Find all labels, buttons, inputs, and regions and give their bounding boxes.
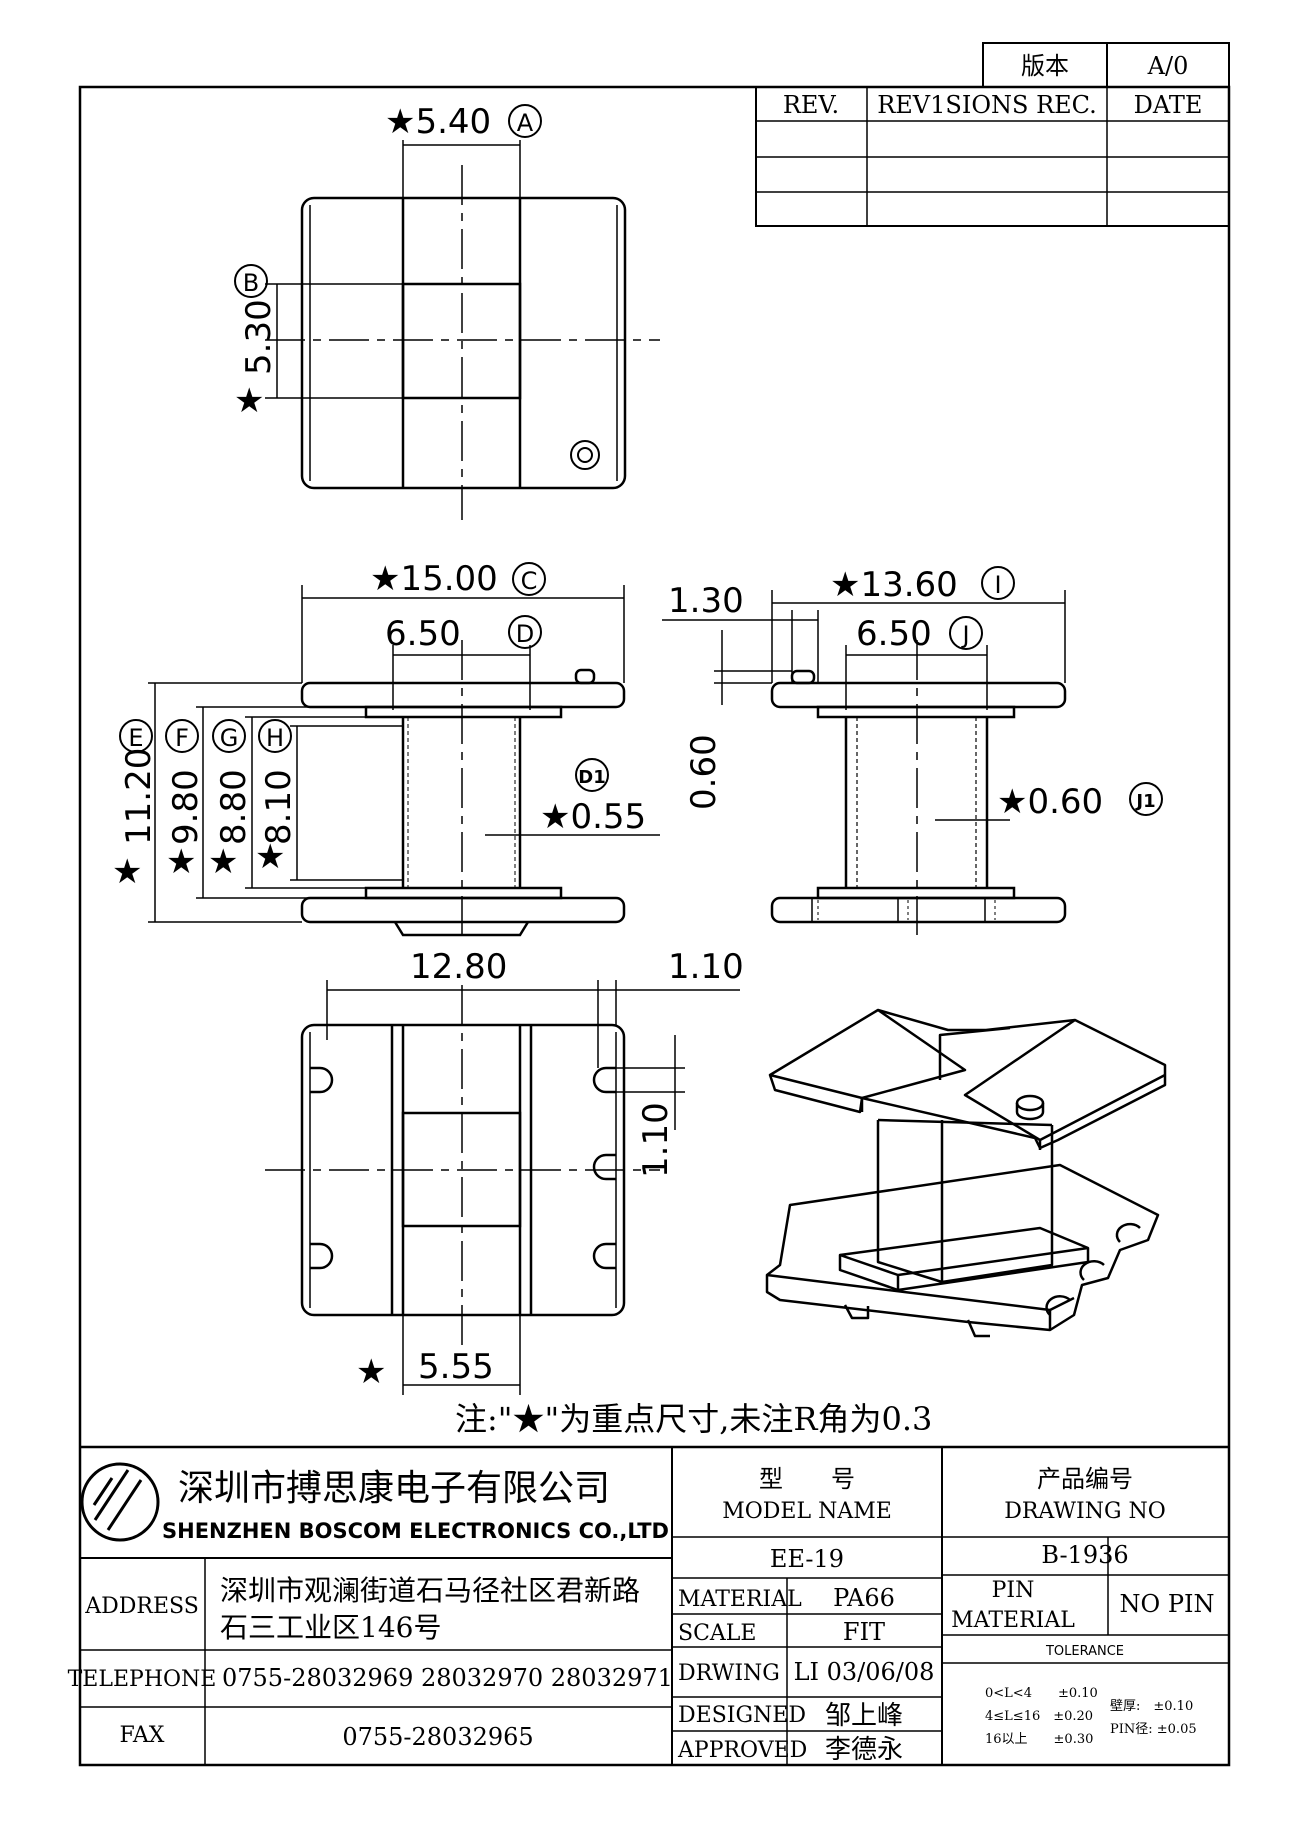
side-view [662, 590, 1067, 935]
approved-value: 李德永 [825, 1735, 903, 1765]
star-e: ★ [112, 852, 142, 892]
telephone-value: 0755-28032969 28032970 28032971 [222, 1664, 673, 1692]
scale-label: SCALE [678, 1621, 756, 1646]
dim-d1: ★0.55 [540, 797, 646, 837]
dim-c: ★15.00 [370, 559, 498, 599]
tolerance-pin: PIN径: ±0.05 [1110, 1722, 1197, 1737]
model-value: EE-19 [770, 1545, 844, 1573]
dim-i: ★13.60 [830, 565, 958, 605]
dim-130: 1.30 [668, 581, 744, 621]
dim-j: 6.50 [856, 614, 932, 654]
tag-c: C [521, 567, 538, 595]
fax-value: 0755-28032965 [342, 1723, 533, 1751]
version-value: A/0 [1147, 52, 1189, 80]
tag-d1: D1 [578, 767, 605, 788]
fax-label: FAX [120, 1723, 165, 1748]
dim-1280: 12.80 [410, 947, 507, 987]
telephone-label: TELEPHONE [68, 1667, 217, 1692]
tag-e: E [128, 724, 143, 752]
dim-d: 6.50 [385, 614, 461, 654]
top-view [265, 140, 660, 520]
designed-value: 邹上峰 [825, 1701, 903, 1731]
dim-j1: ★0.60 [997, 782, 1103, 822]
drwing-value: LI 03/06/08 [794, 1658, 935, 1686]
star-555: ★ [356, 1352, 386, 1392]
dim-b: 5.30 [239, 299, 279, 375]
drawing-label-en: DRAWING NO [1004, 1499, 1166, 1524]
tag-f: F [175, 724, 189, 752]
drwing-label: DRWING [678, 1661, 780, 1686]
revision-table: REV. REV1SIONS REC. DATE [755, 86, 1230, 227]
tolerance-row-1: 0<L<4 ±0.10 [985, 1686, 1098, 1701]
dim-060: 0.60 [684, 734, 724, 810]
company-name-cn: 深圳市搏思康电子有限公司 [178, 1468, 610, 1509]
dim-a: ★5.40 [385, 102, 491, 142]
pin-material-label: MATERIAL [951, 1608, 1075, 1633]
star-g: ★ [208, 842, 238, 882]
material-value: PA66 [833, 1584, 895, 1612]
version-label: 版本 [1021, 52, 1069, 80]
tag-b: B [243, 269, 259, 297]
tag-j: J [960, 621, 969, 649]
scale-value: FIT [843, 1618, 885, 1646]
tag-g: G [220, 724, 239, 752]
address-label: ADDRESS [84, 1594, 199, 1619]
drawing-label-cn: 产品编号 [1037, 1465, 1133, 1493]
pin-label: PIN [992, 1578, 1035, 1603]
material-label: MATERIAL [678, 1587, 802, 1612]
approved-label: APPROVED [677, 1738, 807, 1763]
star-b: ★ [234, 381, 264, 421]
tag-i: I [994, 571, 1001, 599]
star-h: ★ [255, 837, 285, 877]
dim-555: 5.55 [418, 1347, 494, 1387]
tag-a: A [517, 109, 534, 137]
rev-rec-header: REV1SIONS REC. [877, 91, 1097, 119]
model-label-en: MODEL NAME [722, 1499, 892, 1524]
dim-110-right: 1.10 [636, 1102, 676, 1178]
tolerance-title: TOLERANCE [1045, 1644, 1124, 1659]
company-name-en: SHENZHEN BOSCOM ELECTRONICS CO.,LTD [162, 1519, 669, 1543]
outer-frame [78, 85, 1231, 1767]
dim-g: 8.80 [214, 769, 254, 845]
dim-h: 8.10 [259, 769, 299, 845]
tag-d: D [516, 620, 534, 648]
rev-header: REV. [783, 91, 839, 119]
tolerance-wall: 壁厚: ±0.10 [1110, 1699, 1193, 1714]
drawing-value: B-1936 [1041, 1541, 1128, 1569]
dim-110-top: 1.10 [668, 947, 744, 987]
tag-j1: J1 [1134, 791, 1155, 812]
bottom-view [265, 980, 740, 1395]
company-logo [80, 1462, 160, 1542]
dim-e: 11.20 [119, 748, 159, 845]
star-f: ★ [166, 842, 196, 882]
designed-label: DESIGNED [678, 1703, 806, 1728]
tolerance-row-2: 4≤L≤16 ±0.20 [985, 1709, 1093, 1724]
model-label-cn: 型 号 [759, 1465, 855, 1493]
tolerance-row-3: 16以上 ±0.30 [985, 1732, 1093, 1747]
tag-h: H [266, 724, 284, 752]
title-block [80, 1445, 1229, 1765]
isometric-view [765, 1008, 1167, 1338]
date-header: DATE [1134, 91, 1203, 119]
address-line2: 石三工业区146号 [220, 1611, 441, 1644]
note-text: 注:"★"为重点尺寸,未注R角为0.3 [455, 1400, 932, 1438]
front-view [148, 585, 660, 937]
dim-f: 9.80 [166, 769, 206, 845]
address-line1: 深圳市观澜街道石马径社区君新路 [220, 1574, 640, 1607]
version-box: 版本 A/0 [982, 42, 1230, 88]
pin-material-value: NO PIN [1120, 1590, 1215, 1618]
